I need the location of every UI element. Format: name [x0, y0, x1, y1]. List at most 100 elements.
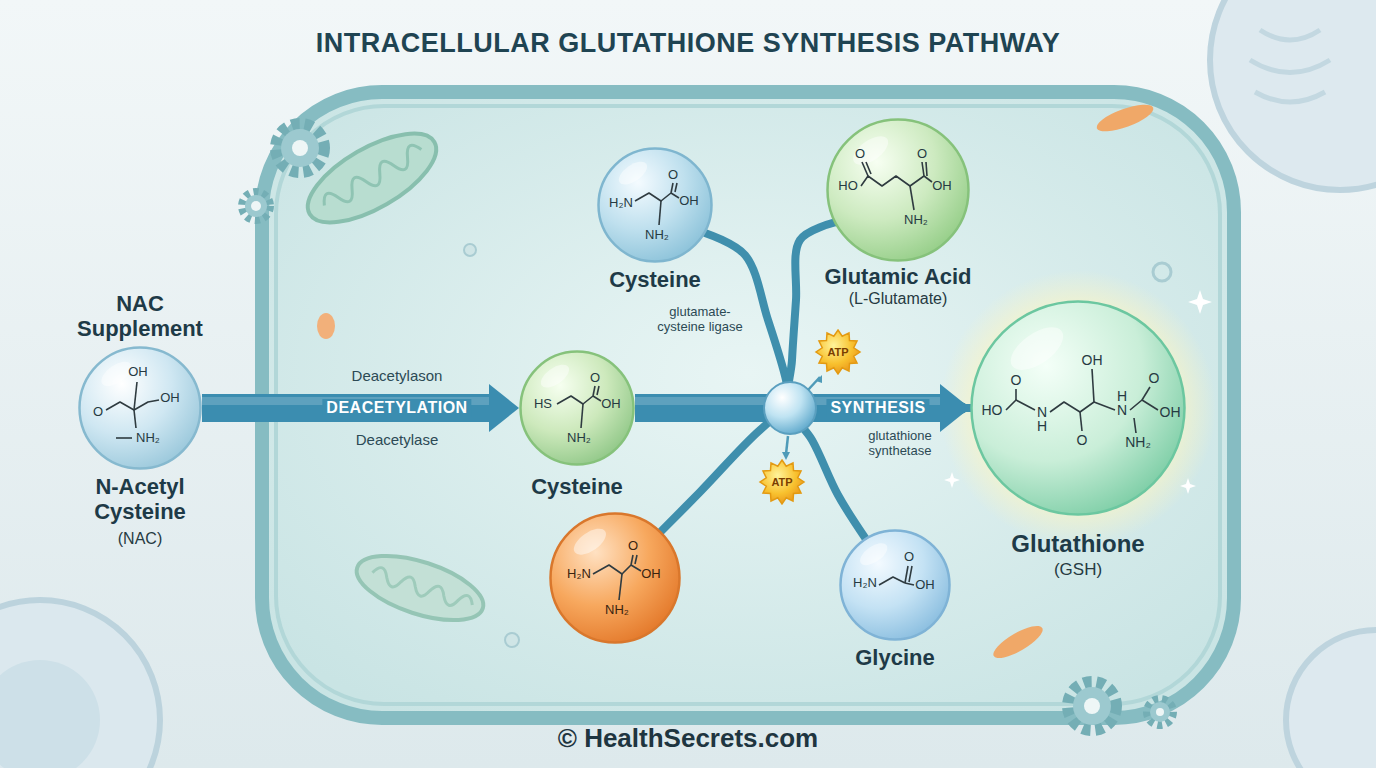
- structure-bonds: [861, 162, 932, 210]
- atom-label: H₂N: [609, 196, 633, 211]
- atom-label: OH: [915, 578, 935, 593]
- bond-line: [879, 577, 905, 585]
- node-label: Glutathione: [1011, 530, 1144, 558]
- structure-bonds: [593, 555, 641, 600]
- bond-line: [910, 186, 914, 210]
- sphere-highlight: [848, 131, 893, 171]
- bond-line: [905, 583, 914, 585]
- molecule-sphere: HSOOHNH₂Cysteine: [519, 350, 635, 466]
- energy-burst: ATP: [760, 460, 804, 504]
- bond-line: [635, 193, 671, 201]
- bond-line: [597, 386, 599, 395]
- atom-label: OH: [641, 567, 661, 582]
- molecule-sphere: OOHOOHNH₂Glutamic Acid(L-Glutamate): [826, 118, 970, 262]
- diagram-title: INTRACELLULAR GLUTATHIONE SYNTHESIS PATH…: [0, 28, 1376, 59]
- bond-line: [593, 396, 601, 401]
- atom-label: O: [668, 168, 678, 183]
- sparkle: [944, 472, 960, 488]
- bond-line: [905, 566, 908, 583]
- atom-label: OH: [1160, 404, 1181, 420]
- sphere-highlight: [615, 157, 651, 189]
- bond-line: [593, 386, 595, 396]
- sphere-highlight: [569, 524, 610, 560]
- arrow-line: [661, 406, 970, 531]
- bond-line: [1050, 402, 1115, 412]
- atp-pointer-head: [782, 452, 790, 460]
- atom-label: O: [628, 539, 638, 554]
- atom-label: NH₂: [904, 213, 928, 228]
- structure-bonds: [557, 386, 601, 428]
- atom-label: NH₂: [136, 431, 160, 446]
- sphere-outline: [521, 352, 634, 465]
- molecule-sphere: H₂NOOHNH₂: [549, 512, 681, 644]
- enzyme-label: Deacetylase: [356, 431, 439, 448]
- bond-line: [116, 437, 132, 439]
- atom-label: N: [1037, 404, 1047, 420]
- node-label: NAC Supplement: [65, 291, 215, 342]
- bond-line: [671, 193, 679, 198]
- atom-label: H₂N: [853, 576, 877, 591]
- atom-label: H: [1037, 418, 1047, 434]
- sphere-highlight: [537, 360, 573, 392]
- molecule-sphere: NAC SupplementOHOOHNH₂N-Acetyl Cysteine(…: [78, 346, 202, 470]
- organelle-folds: [1250, 30, 1330, 102]
- node-label: ATP: [827, 346, 848, 359]
- node-label: Glutamic Acid: [824, 264, 971, 289]
- atom-label: OH: [932, 179, 952, 194]
- sparkle: [1180, 478, 1196, 494]
- neighbour-cell: [1210, 0, 1376, 190]
- watermark-caption: © HealthSecrets.com: [0, 723, 1376, 754]
- sphere-highlight: [856, 539, 891, 570]
- atom-label: HO: [982, 402, 1003, 418]
- bond-line: [1006, 400, 1035, 410]
- band-head: [489, 384, 519, 432]
- bond-line: [659, 201, 661, 225]
- atom-label: HS: [534, 397, 552, 412]
- bond-line: [593, 565, 631, 574]
- atom-label: H₂N: [567, 567, 591, 582]
- vesicle: [1094, 99, 1157, 136]
- bond-line: [581, 404, 583, 428]
- node-label: N-Acetyl Cysteine: [65, 474, 215, 525]
- atom-label: OH: [601, 397, 621, 412]
- bond-line: [1080, 412, 1082, 431]
- band-head: [940, 384, 970, 432]
- structure-bonds: [1006, 369, 1158, 433]
- sphere-outline: [551, 514, 680, 643]
- burst-outline: [816, 330, 860, 374]
- sphere-outline: [841, 531, 950, 640]
- cell-membrane-inner: [276, 106, 1220, 704]
- atom-label: OH: [1082, 352, 1103, 368]
- structure-bonds: [635, 183, 679, 225]
- bond-line: [675, 183, 677, 192]
- atom-label: O: [904, 550, 914, 565]
- burst-outline: [760, 460, 804, 504]
- atom-label: O: [590, 371, 600, 386]
- bond-line: [866, 162, 871, 174]
- energy-burst: ATP: [816, 330, 860, 374]
- cell-membrane: [262, 92, 1234, 718]
- atom-label: OH: [679, 194, 699, 209]
- atom-label: H: [1117, 388, 1127, 404]
- bond-line: [631, 565, 641, 571]
- atom-label: OH: [160, 391, 180, 406]
- atom-label: (NAC): [118, 530, 162, 548]
- edge-label: SYNTHESIS: [826, 399, 929, 417]
- gear-icon: [276, 124, 324, 172]
- bond-line: [557, 396, 593, 404]
- bond-line: [926, 162, 927, 176]
- bond-line: [671, 183, 673, 193]
- molecule-sphere: H₂NOOHNH₂Cysteine: [597, 147, 713, 263]
- gear-icon: [1147, 699, 1173, 725]
- atom-label: OH: [128, 365, 148, 380]
- node-label: Cysteine: [609, 267, 701, 292]
- sphere-outline: [599, 149, 712, 262]
- atom-label: O: [1011, 372, 1022, 388]
- vesicle: [317, 313, 335, 339]
- bond-line: [861, 176, 924, 186]
- product-glow: [940, 270, 1216, 546]
- atom-label: O: [93, 405, 103, 420]
- atom-label: HO: [838, 179, 858, 194]
- mitochondrion: [349, 543, 491, 633]
